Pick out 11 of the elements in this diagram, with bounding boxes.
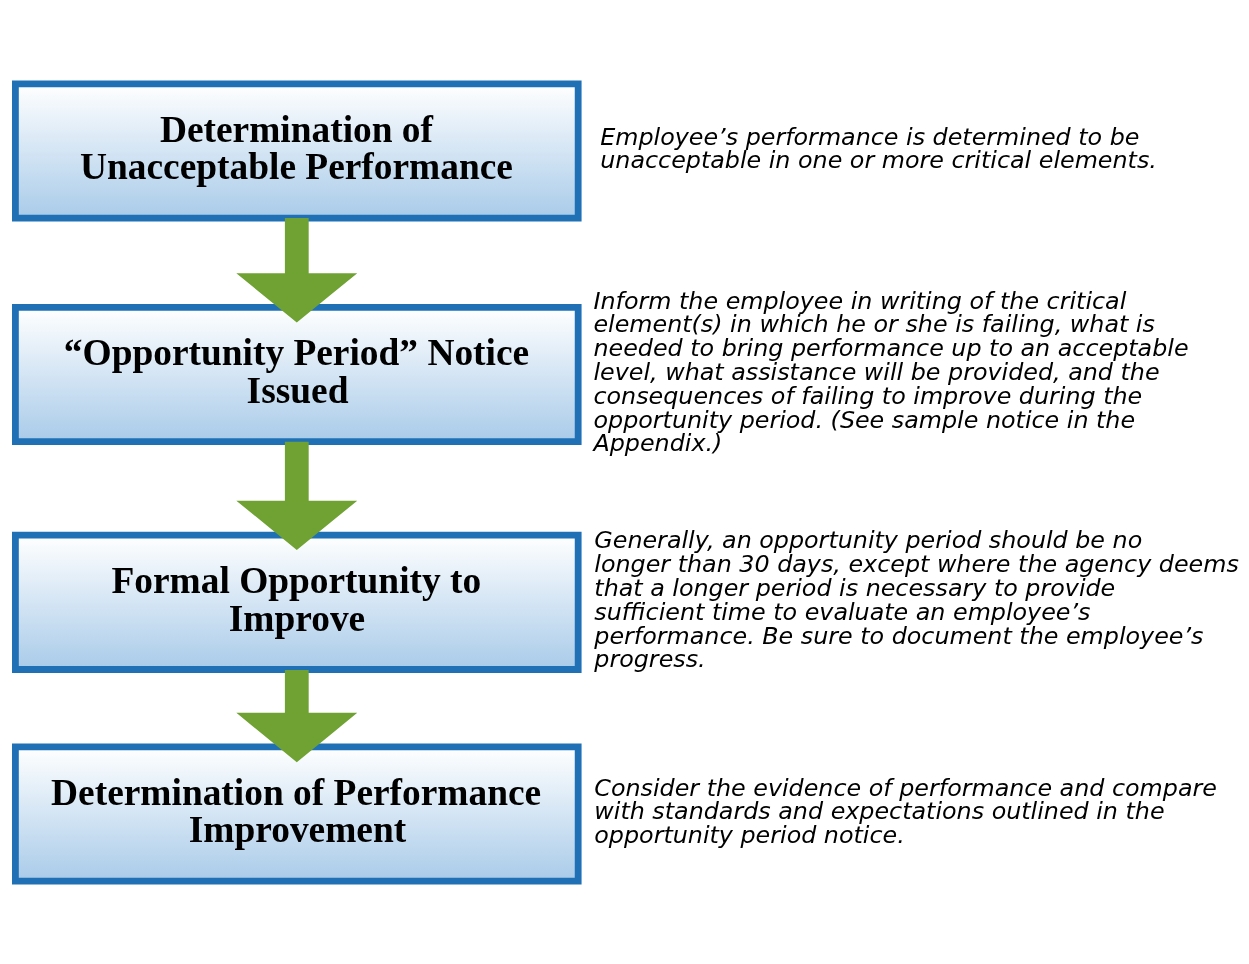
node-box: “Opportunity Period” Notice Issued <box>12 303 582 445</box>
node-box: Determination of Unacceptable Performance <box>12 79 582 221</box>
arrow <box>236 441 358 550</box>
node-box: Determination of Performance Improvement <box>12 743 582 885</box>
node-label: Employee’s performance is determined to be unacceptable in one or more critical elements. <box>600 122 1157 174</box>
arrow <box>236 669 358 762</box>
node-label: Generally, an opportunity period should be no longer than 30 days, except where the agency deems that a longer period is necessary to provide sufficient time to evaluate an employee’s performance. Be sure to document the employee’s progress. <box>594 525 1239 673</box>
arrow <box>236 217 358 323</box>
node-label: Inform the employee in writing of the critical element(s) in which he or she is failing, what is needed to bring performance up to an acceptable level, what assistance will be provided, and the consequences of failing to improve during the opportunity period. (See sample notice in the Appendix.) <box>593 286 1189 457</box>
node-box: Formal Opportunity to Improve <box>12 531 582 673</box>
node-label: Consider the evidence of performance and compare with standards and expectations outlined in the opportunity period notice. <box>594 773 1217 849</box>
